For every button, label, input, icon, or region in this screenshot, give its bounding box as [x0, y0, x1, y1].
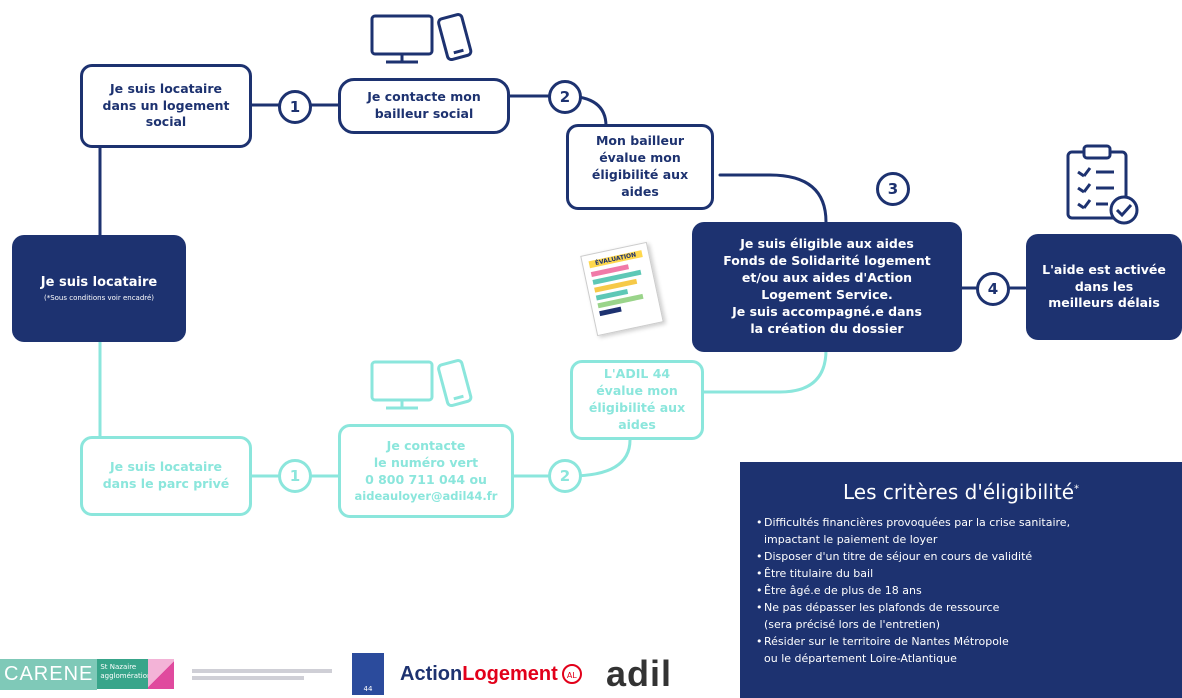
computer-icon: [370, 360, 434, 410]
node-social-housing: Je suis locataire dans un logement socia…: [80, 64, 252, 148]
criteria-item: Ne pas dépasser les plafonds de ressourc…: [756, 599, 1166, 616]
criteria-item: Être titulaire du bail: [756, 565, 1166, 582]
eligible-line-6: la création du dossier: [750, 320, 904, 336]
eligible-line-5: Je suis accompagné.e dans: [732, 303, 922, 319]
step-number-2-top: 2: [548, 80, 582, 114]
node-adil-evalue: L'ADIL 44 évalue mon éligibilité aux aid…: [570, 360, 704, 440]
adil-logo: adil: [606, 653, 673, 694]
connector-adil-merge: [698, 348, 828, 394]
aide-line-3: meilleurs délais: [1048, 295, 1160, 311]
private-housing-label: Je suis locataire dans le parc privé: [102, 459, 230, 491]
step-number-1-top: 1: [278, 90, 312, 124]
smartphone-icon: [437, 359, 473, 408]
node-eligible: Je suis éligible aux aides Fonds de Soli…: [692, 222, 962, 352]
numero-line-2: le numéro vert: [373, 454, 479, 470]
node-contact-bailleur: Je contacte mon bailleur social: [338, 78, 510, 134]
aide-line-1: L'aide est activée: [1042, 261, 1166, 277]
criteria-item: Difficultés financières provoquées par l…: [756, 514, 1166, 531]
criteria-item: Être âgé.e de plus de 18 ans: [756, 582, 1166, 599]
computer-icon: [370, 14, 434, 64]
eligible-line-4: Logement Service.: [761, 287, 893, 302]
step-number-1-bottom: 1: [278, 459, 312, 493]
node-root: Je suis locataire (*Sous conditions voir…: [12, 235, 186, 342]
department-logo: 44: [352, 650, 388, 698]
criteria-item-cont: impactant le paiement de loyer: [764, 533, 938, 546]
eligibility-criteria-panel: Les critères d'éligibilité* Difficultés …: [740, 462, 1182, 698]
aide-line-2: dans les: [1074, 278, 1134, 294]
connector-evalue-merge: [718, 173, 828, 224]
root-note: (*Sous conditions voir encadré): [43, 294, 155, 303]
criteria-item: Disposer d'un titre de séjour en cours d…: [756, 548, 1166, 565]
step-number-2-bottom: 2: [548, 459, 582, 493]
numero-line-1: Je contacte: [386, 437, 466, 453]
carene-logo: CARENE St Nazaire agglomération: [0, 650, 155, 698]
criteria-item-cont: ou le département Loire-Atlantique: [764, 652, 957, 665]
node-aide-activee: L'aide est activée dans les meilleurs dé…: [1026, 234, 1182, 340]
eligible-line-1: Je suis éligible aux aides: [740, 236, 914, 252]
step-number-3: 3: [876, 172, 910, 206]
criteria-title: Les critères d'éligibilité*: [842, 480, 1080, 504]
contact-bailleur-label: Je contacte mon bailleur social: [367, 89, 481, 121]
document-title: ÉVALUATION: [588, 250, 643, 269]
node-contact-numero-vert: Je contacte le numéro vert 0 800 711 044…: [338, 424, 514, 518]
bailleur-evalue-label: Mon bailleur évalue mon éligibilité aux …: [591, 133, 689, 199]
social-housing-label: Je suis locataire dans un logement socia…: [102, 80, 230, 130]
adil-evalue-label: L'ADIL 44 évalue mon éligibilité aux aid…: [588, 366, 686, 432]
partner-logo: [148, 650, 338, 698]
eligible-line-3: et/ou aux aides d'Action: [741, 270, 913, 286]
numero-line-3: 0 800 711 044 ou: [365, 471, 487, 487]
smartphone-icon: [437, 13, 473, 62]
node-private-housing: Je suis locataire dans le parc privé: [80, 436, 252, 516]
clipboard-check-icon: [1066, 144, 1139, 225]
node-bailleur-evalue: Mon bailleur évalue mon éligibilité aux …: [566, 124, 714, 210]
eligible-line-2: Fonds de Solidarité logement: [723, 253, 931, 269]
criteria-item-cont: (sera précisé lors de l'entretien): [764, 618, 941, 631]
criteria-item: Résider sur le territoire de Nantes Métr…: [756, 633, 1166, 650]
root-label: Je suis locataire: [40, 274, 158, 290]
step-number-4: 4: [976, 272, 1010, 306]
numero-line-4: aideauloyer@adil44.fr: [354, 488, 498, 503]
